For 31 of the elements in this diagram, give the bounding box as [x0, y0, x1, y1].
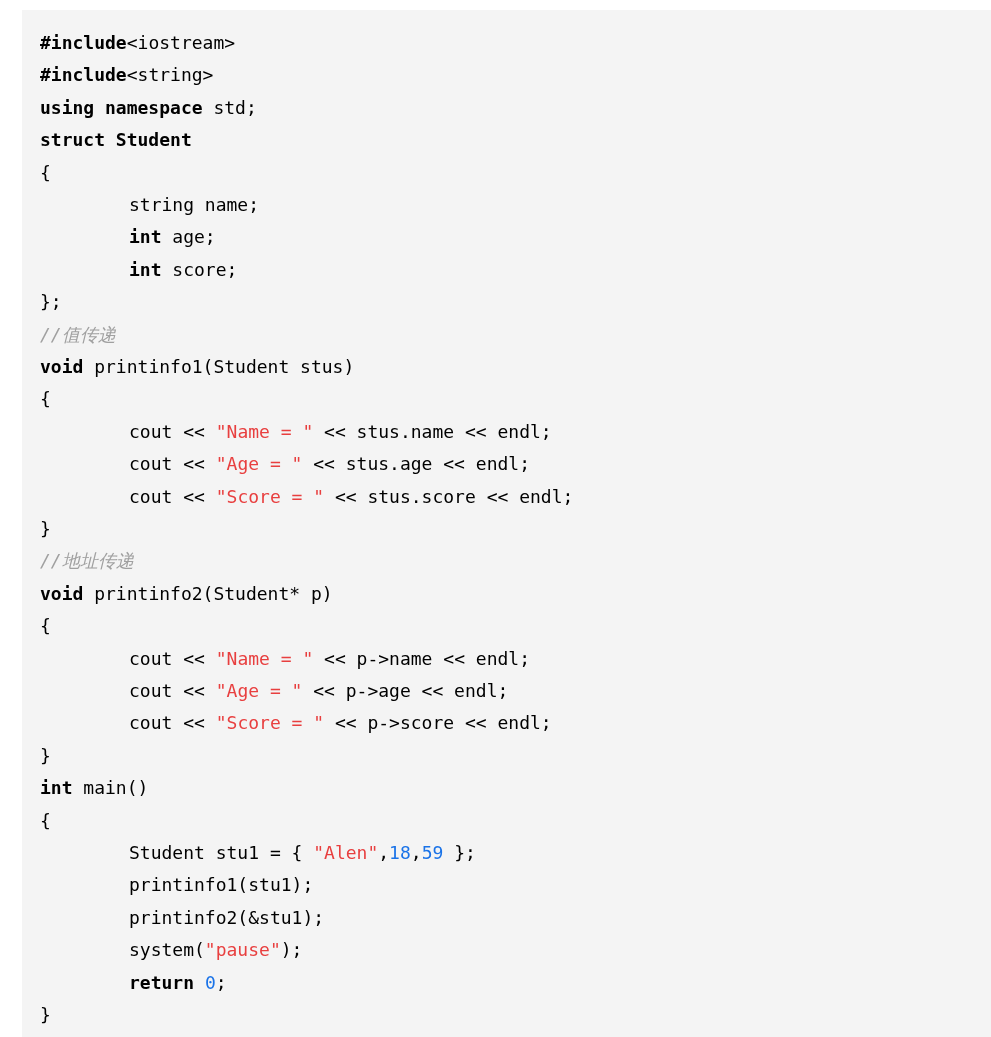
code-line: return 0;: [129, 970, 227, 995]
code-line: #include<string>: [40, 63, 214, 88]
code-line: cout << "Age = " << stus.age << endl;: [129, 452, 530, 477]
code-line: {: [40, 808, 51, 833]
code-line: cout << "Age = " << p->age << endl;: [129, 679, 509, 703]
code-line: {: [40, 160, 51, 185]
code-line: cout << "Score = " << stus.score << endl;: [129, 484, 574, 509]
code-line: //值传递: [40, 322, 116, 347]
code-line: {: [40, 614, 51, 639]
code-line: struct Student: [40, 128, 192, 153]
code-line: cout << "Score = " << p->score << endl;: [129, 711, 552, 736]
code-line: printinfo2(&stu1);: [129, 905, 325, 930]
code-line: using namespace std;: [40, 95, 257, 120]
code-line: }: [40, 1003, 51, 1027]
code-line: };: [40, 290, 62, 315]
code-line: void printinfo2(Student* p): [40, 581, 333, 606]
code-line: int score;: [129, 257, 238, 282]
code-line: Student stu1 = { "Alen",18,59 };: [129, 841, 476, 865]
code-line: void printinfo1(Student stus): [40, 355, 355, 379]
code-line: cout << "Name = " << p->name << endl;: [129, 646, 530, 671]
code-line: string name;: [129, 193, 260, 217]
code-line: system("pause");: [129, 938, 303, 963]
code-line: printinfo1(stu1);: [129, 873, 314, 898]
code-line: //地址传递: [40, 549, 134, 574]
code-line: cout << "Name = " << stus.name << endl;: [129, 419, 552, 444]
code-line: #include<iostream>: [40, 31, 236, 55]
code-line: int main(): [40, 776, 149, 801]
code-line: }: [40, 743, 51, 768]
code-line: }: [40, 517, 51, 541]
code-line: int age;: [129, 225, 216, 250]
code-line: {: [40, 387, 51, 412]
